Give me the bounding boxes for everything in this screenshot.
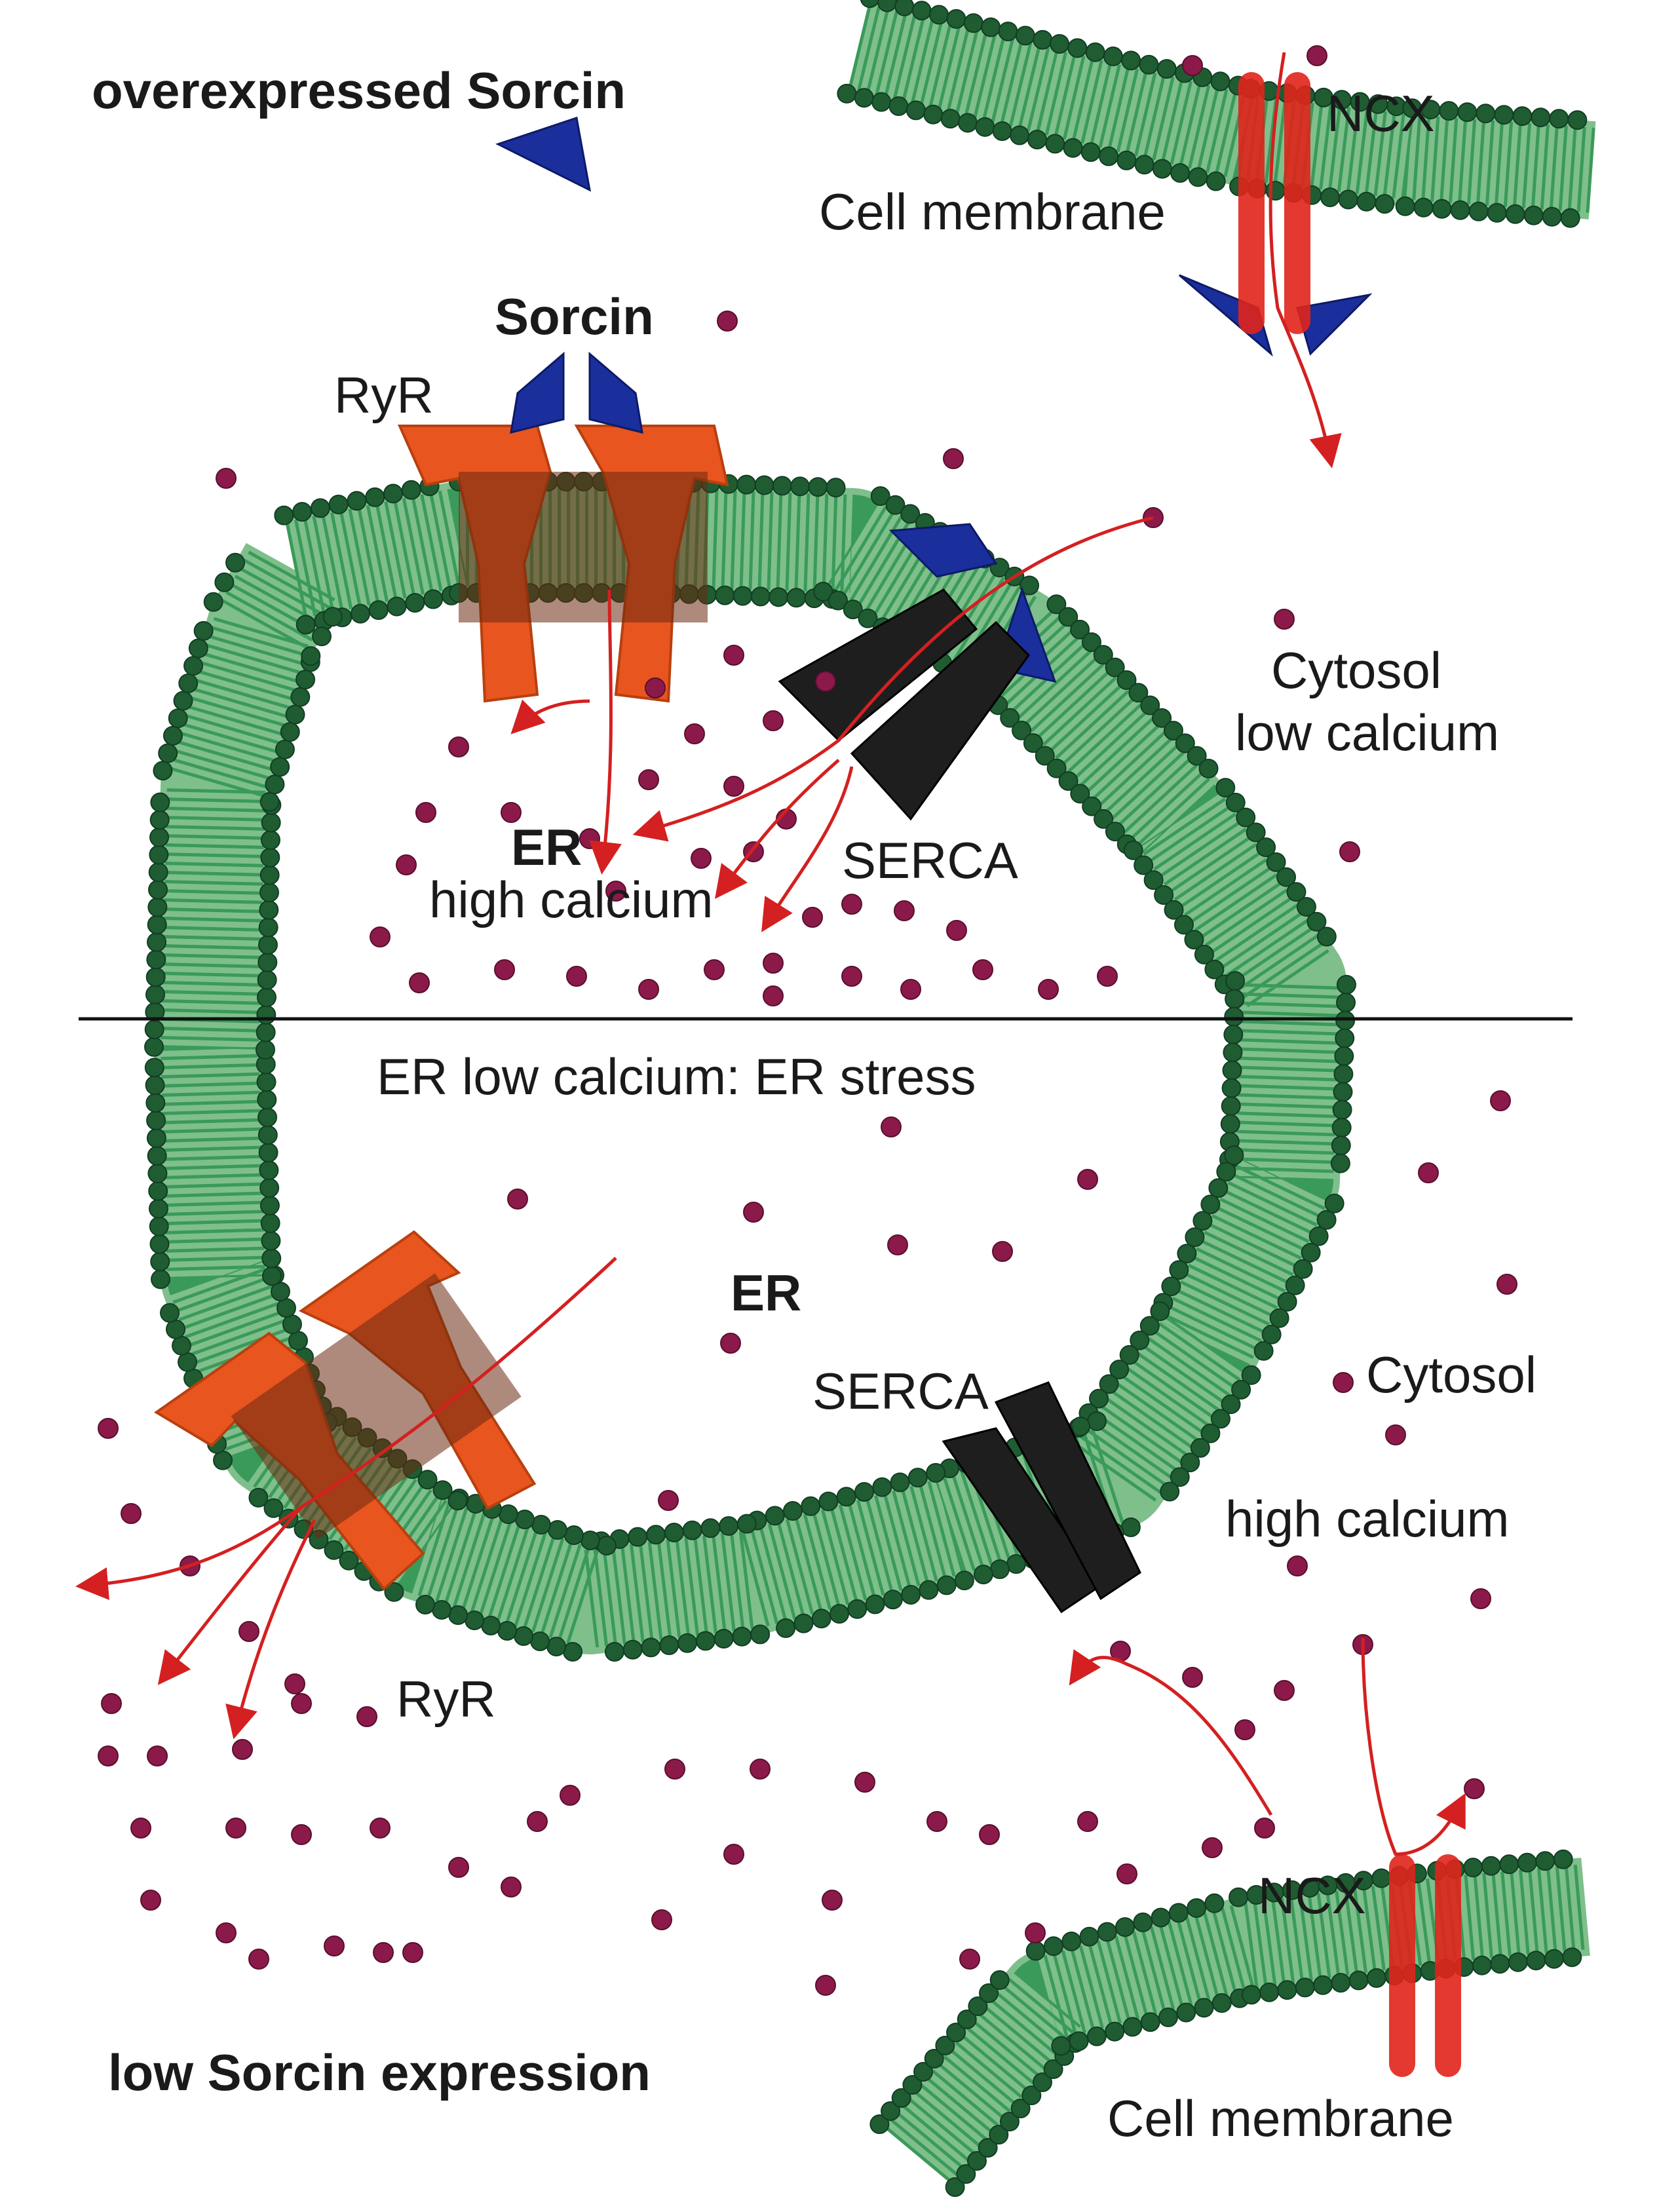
cytosol-high-calcium-label: high calcium: [1225, 1490, 1510, 1548]
er-stress-label: ER low calcium: ER stress: [377, 1048, 976, 1105]
overexpressed-sorcin-title: overexpressed Sorcin: [92, 62, 626, 119]
calcium-ions: [98, 45, 1517, 1996]
serca-pump-bottom: [942, 1381, 1141, 1614]
ryr-label-bottom: RyR: [396, 1670, 496, 1728]
cytosol-label-top: Cytosol: [1271, 641, 1441, 699]
er-label-bottom: ER: [731, 1264, 801, 1322]
ryr-label-top: RyR: [334, 366, 434, 424]
er-label-top: ER: [511, 818, 582, 876]
ncx-exchanger-bottom: [1389, 1854, 1461, 2077]
cytosol-low-calcium-label: low calcium: [1235, 704, 1499, 761]
ryr-channel-top: [397, 425, 729, 703]
calcium-flux-arrows: [75, 52, 1466, 1856]
ncx-label-top: NCX: [1327, 85, 1435, 142]
serca-label-bottom: SERCA: [812, 1362, 989, 1420]
ryr-channel-bottom: [153, 1230, 537, 1591]
cytosol-label-bottom: Cytosol: [1366, 1346, 1536, 1403]
er-high-calcium-label: high calcium: [429, 871, 714, 928]
serca-pump-top: [778, 588, 1030, 821]
low-sorcin-expression-title: low Sorcin expression: [108, 2044, 651, 2101]
sorcin-proteins: [495, 117, 1373, 683]
cell-membrane-label-bottom: Cell membrane: [1107, 2089, 1454, 2147]
cell-membrane-label-top: Cell membrane: [819, 183, 1166, 240]
sorcin-label: Sorcin: [495, 288, 654, 345]
ncx-label-bottom: NCX: [1258, 1867, 1366, 1924]
ncx-exchanger-top: [1238, 72, 1310, 334]
serca-label-top: SERCA: [842, 831, 1018, 889]
